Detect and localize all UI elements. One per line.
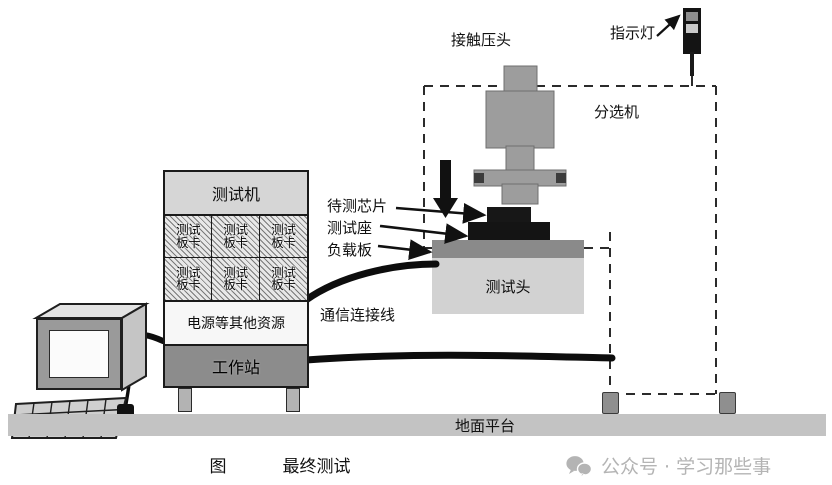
handler-foot-right xyxy=(719,392,736,414)
ground-platform: 地面平台 xyxy=(8,414,826,436)
dut-callout-label: 待测芯片 xyxy=(327,197,388,215)
handler-label: 分选机 xyxy=(594,103,640,121)
monitor xyxy=(36,318,122,390)
indicator-light xyxy=(683,8,701,54)
caption-prefix: 图 xyxy=(209,457,227,477)
device-under-test xyxy=(487,207,531,223)
test-board-card: 测试板卡 xyxy=(212,216,260,258)
cable-callout-label: 通信连接线 xyxy=(320,306,396,324)
tester-cabinet: 测试机 测试板卡 测试板卡 测试板卡 测试板卡 测试板卡 测试板卡 电源等其他资… xyxy=(163,170,309,388)
cabinet-leg-left xyxy=(178,388,192,412)
watermark-text: 公众号 · 学习那些事 xyxy=(601,456,772,478)
indicator-light-leader-arrow xyxy=(656,14,681,37)
tester-title-label: 测试机 xyxy=(211,185,260,204)
caption-title: 最终测试 xyxy=(282,457,351,477)
contact-press-head xyxy=(473,65,567,205)
indicator-light-pole xyxy=(690,52,694,76)
test-head: 测试头 xyxy=(432,258,584,314)
press-head-label: 接触压头 xyxy=(451,31,512,49)
test-socket xyxy=(468,222,550,242)
workstation-section: 工作站 xyxy=(165,346,307,386)
test-board-card: 测试板卡 xyxy=(165,258,213,300)
wechat-icon xyxy=(566,455,593,478)
load-board-callout-label: 负载板 xyxy=(327,241,373,259)
indicator-light-label: 指示灯 xyxy=(610,24,656,42)
ground-platform-label: 地面平台 xyxy=(454,416,515,435)
test-board-card: 测试板卡 xyxy=(259,216,307,258)
test-board-card: 测试板卡 xyxy=(212,258,260,300)
press-direction-arrow xyxy=(433,160,458,218)
figure-caption: 图 最终测试 xyxy=(0,452,560,477)
workstation-label: 工作站 xyxy=(211,358,260,377)
load-board xyxy=(432,240,584,259)
test-board-card: 测试板卡 xyxy=(259,258,307,300)
cabinet-leg-right xyxy=(286,388,300,412)
socket-callout-label: 测试座 xyxy=(327,219,373,237)
test-head-label: 测试头 xyxy=(485,277,531,296)
watermark: 公众号 · 学习那些事 xyxy=(566,452,771,479)
test-board-grid: 测试板卡 测试板卡 测试板卡 测试板卡 测试板卡 测试板卡 xyxy=(165,216,307,302)
handler-foot-left xyxy=(602,392,619,414)
power-resources-label: 电源等其他资源 xyxy=(187,316,285,332)
monitor-3d-body xyxy=(32,302,150,392)
power-resources-section: 电源等其他资源 xyxy=(165,302,307,346)
monitor-screen xyxy=(49,330,109,378)
tester-title-bar: 测试机 xyxy=(165,172,307,216)
test-board-card: 测试板卡 xyxy=(165,216,213,258)
